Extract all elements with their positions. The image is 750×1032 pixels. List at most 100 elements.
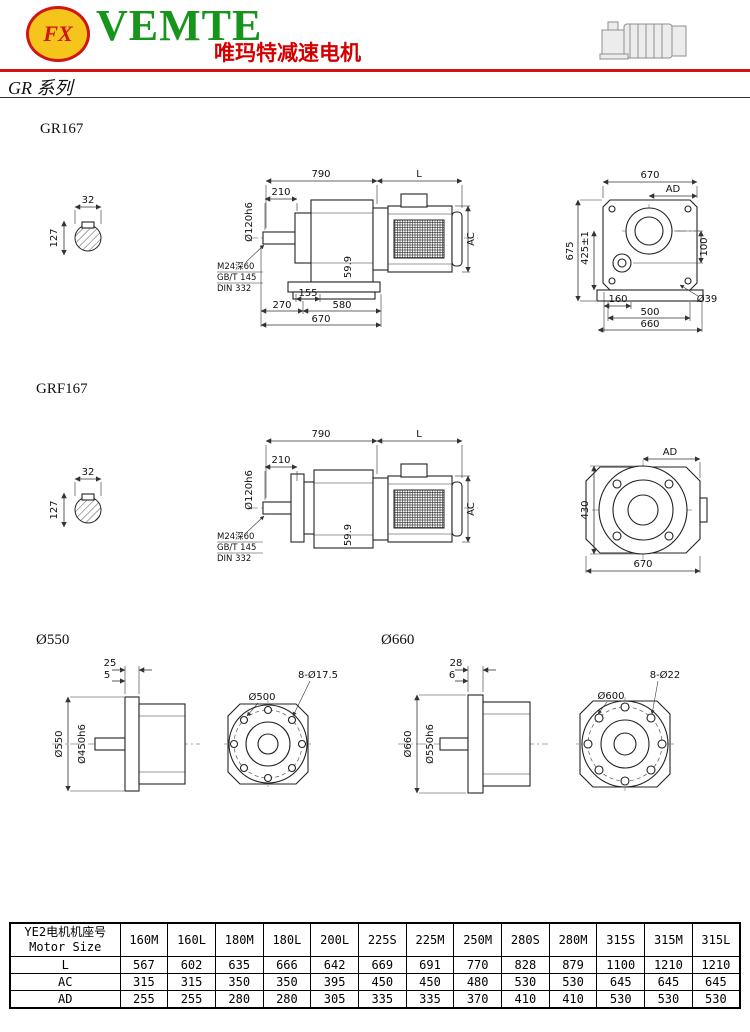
cell-AC-225M: 450	[405, 973, 455, 991]
cell-L-180L: 666	[262, 956, 312, 974]
gr167-front-d39-label: Ø39	[697, 293, 718, 305]
gr167-front-160-label: 160	[608, 294, 627, 305]
cell-AC-280M: 530	[548, 973, 598, 991]
gr167-dim-599-label: 59.9	[343, 256, 354, 278]
cell-L-250M: 770	[453, 956, 502, 974]
flange550-front-view-drawing	[224, 700, 312, 788]
grf167-length-motor-label: L	[416, 429, 422, 440]
grf167-side-view-drawing	[74, 463, 478, 549]
cell-AC-315M: 645	[644, 973, 693, 991]
flange660-front-view-dimensions: Ø600 8-Ø22	[598, 669, 681, 715]
flange660-side-view-drawing	[398, 694, 548, 794]
grf167-front-430-label: 430	[580, 500, 591, 519]
flange660-holes-label: 8-Ø22	[650, 669, 681, 681]
grf167-front-670-label: 670	[633, 559, 652, 570]
grf167-key-width-label: 32	[82, 467, 95, 478]
cell-AD-315S: 530	[596, 990, 646, 1009]
gr167-front-view-dimensions: 670 AD 675 425±1 100 160 500 660 Ø39	[565, 170, 718, 333]
brand-subtitle: 唯玛特减速电机	[214, 41, 361, 65]
flange550-side-view-dimensions: 25 5 Ø550 Ø450h6	[53, 658, 152, 792]
cell-AC-160M: 315	[119, 973, 169, 991]
gr167-length-total-label: 790	[311, 169, 330, 180]
flange550-front-view-dimensions: Ø500 8-Ø17.5	[246, 669, 338, 717]
column-header-315S: 315S	[596, 922, 646, 957]
cell-L-280S: 828	[501, 956, 550, 974]
flange550-spigot-dia-label: Ø450h6	[76, 724, 88, 764]
column-header-225M: 225M	[405, 922, 455, 957]
cell-AD-225S: 335	[357, 990, 407, 1009]
gr167-front-660-label: 660	[640, 319, 659, 330]
motor-size-header-en: Motor Size	[29, 940, 102, 954]
cell-L-180M: 635	[214, 956, 264, 974]
cell-AD-280M: 410	[548, 990, 598, 1009]
column-header-160M: 160M	[119, 922, 169, 957]
cell-AC-180L: 350	[262, 973, 312, 991]
gr167-front-view-drawing	[596, 199, 704, 302]
grf167-dim-599-label: 59.9	[343, 524, 354, 546]
column-header-180M: 180M	[214, 922, 264, 957]
flange550-thickness-label: 25	[104, 658, 117, 669]
cell-L-315L: 1210	[691, 956, 741, 974]
cell-AC-315L: 645	[691, 973, 741, 991]
cell-AC-250M: 480	[453, 973, 502, 991]
grf167-dim-ac-label: AC	[466, 502, 477, 516]
gr167-foot-670-label: 670	[311, 314, 330, 325]
cell-AC-200L: 395	[310, 973, 359, 991]
cell-AD-250M: 370	[453, 990, 502, 1009]
gr167-key-width-label: 32	[82, 195, 95, 206]
gr167-side-view-dimensions: 32 127 790 L 210 Ø120h6 M24深60 GB/T 145 …	[49, 169, 477, 328]
grf167-key-height-label: 127	[49, 500, 60, 519]
cell-AD-200L: 305	[310, 990, 359, 1009]
flange660-spigot-dia-label: Ø550h6	[424, 724, 436, 764]
gr167-front-100-label: 100	[699, 237, 710, 256]
cell-L-225S: 669	[357, 956, 407, 974]
row-label-L: L	[9, 956, 121, 974]
brand-logo-text: FX	[43, 21, 73, 46]
cell-AD-315M: 530	[644, 990, 693, 1009]
flange550-outer-dia-label: Ø550	[53, 731, 65, 758]
cell-L-160L: 602	[167, 956, 216, 974]
cell-AC-280S: 530	[501, 973, 550, 991]
flange660-side-view-dimensions: 28 6 Ø660 Ø550h6	[402, 658, 496, 794]
grf167-front-view-drawing	[585, 460, 708, 560]
column-header-160L: 160L	[167, 922, 216, 957]
cell-L-225M: 691	[405, 956, 455, 974]
series-divider	[0, 97, 750, 98]
gr167-tap-note-3: DIN 332	[217, 284, 251, 294]
column-header-180L: 180L	[262, 922, 312, 957]
column-header-225S: 225S	[357, 922, 407, 957]
cell-AD-280S: 410	[501, 990, 550, 1009]
column-header-315M: 315M	[644, 922, 693, 957]
flange660-thickness-label: 28	[450, 658, 463, 669]
flange660-outer-dia-label: Ø660	[402, 731, 414, 758]
cell-AD-225M: 335	[405, 990, 455, 1009]
gr167-side-view-drawing	[74, 193, 478, 300]
column-header-250M: 250M	[453, 922, 502, 957]
cell-AD-160M: 255	[119, 990, 169, 1009]
cell-AC-225S: 450	[357, 973, 407, 991]
gr167-front-675-label: 675	[565, 241, 576, 260]
cell-AC-160L: 315	[167, 973, 216, 991]
flange550-step-label: 5	[104, 670, 110, 681]
brand-logo: FX	[26, 6, 90, 62]
row-label-AC: AC	[9, 973, 121, 991]
cell-AD-180M: 280	[214, 990, 264, 1009]
gr167-front-500-label: 500	[640, 307, 659, 318]
cell-AD-315L: 530	[691, 990, 741, 1009]
column-header-200L: 200L	[310, 922, 359, 957]
cell-L-315M: 1210	[644, 956, 693, 974]
gr167-tap-note-1: M24深60	[217, 262, 254, 272]
gr167-dim-ac-label: AC	[466, 232, 477, 246]
grf167-front-ad-label: AD	[663, 447, 678, 458]
flange660-front-view-drawing	[576, 697, 674, 791]
cell-L-280M: 879	[548, 956, 598, 974]
flange550-bolt-circle-label: Ø500	[249, 691, 276, 703]
grf167-tap-note-2: GB/T 145	[217, 543, 256, 553]
